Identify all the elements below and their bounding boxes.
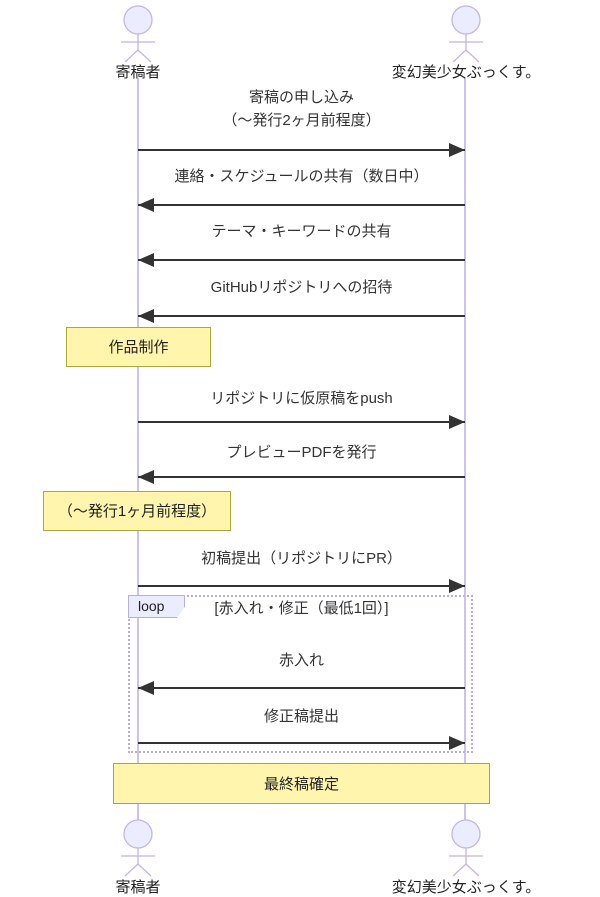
message-label: 寄稿の申し込み （〜発行2ヶ月前程度）: [138, 86, 465, 132]
message-label: 連絡・スケジュールの共有（数日中）: [174, 168, 429, 185]
message-line: （〜発行2ヶ月前程度）: [222, 112, 381, 129]
message-label: 赤入れ: [278, 652, 324, 669]
message-arrow-line: [138, 315, 465, 317]
message-line: 寄稿の申し込み: [248, 89, 354, 106]
lifeline-contributor: [137, 78, 139, 820]
actor-label-contributor-top: 寄稿者: [115, 64, 161, 81]
actor-label-books-top: 変幻美少女ぶっくす。: [391, 64, 541, 81]
actor-figure-icon: [121, 819, 155, 877]
message-arrow-line: [138, 687, 465, 689]
arrowhead-right-icon: [449, 415, 465, 429]
message-arrow-line: [138, 421, 465, 423]
loop-label: loop: [128, 595, 185, 618]
arrowhead-right-icon: [449, 579, 465, 593]
actor-figure-icon: [121, 5, 155, 63]
message-arrow-line: [138, 742, 465, 744]
message-label: GitHubリポジトリへの招待: [210, 279, 393, 296]
message-arrow-line: [138, 149, 465, 151]
actor-figure-icon: [449, 819, 483, 877]
arrowhead-left-icon: [138, 309, 154, 323]
message-label: 初稿提出（リポジトリにPR）: [201, 550, 402, 567]
note-work-production: 作品制作: [66, 327, 211, 367]
message-label: リポジトリに仮原稿をpush: [210, 390, 393, 407]
arrowhead-right-icon: [449, 143, 465, 157]
loop-frame: [128, 595, 473, 753]
lifeline-books: [464, 78, 466, 820]
arrowhead-left-icon: [138, 198, 154, 212]
note-final-draft: 最終稿確定: [113, 763, 490, 804]
message-arrow-line: [138, 585, 465, 587]
arrowhead-left-icon: [138, 253, 154, 267]
arrowhead-left-icon: [138, 470, 154, 484]
message-label: プレビューPDFを発行: [226, 444, 377, 461]
note-one-month-before: （〜発行1ヶ月前程度）: [43, 491, 231, 531]
actor-figure-icon: [449, 5, 483, 63]
message-arrow-line: [138, 259, 465, 261]
arrowhead-left-icon: [138, 681, 154, 695]
arrowhead-right-icon: [449, 736, 465, 750]
actor-label-contributor-bottom: 寄稿者: [115, 879, 161, 896]
loop-condition: [赤入れ・修正（最低1回）]: [214, 600, 389, 617]
actor-label-books-bottom: 変幻美少女ぶっくす。: [391, 879, 541, 896]
message-label: テーマ・キーワードの共有: [211, 223, 392, 240]
message-label: 修正稿提出: [263, 708, 339, 725]
message-arrow-line: [138, 204, 465, 206]
message-arrow-line: [138, 476, 465, 478]
